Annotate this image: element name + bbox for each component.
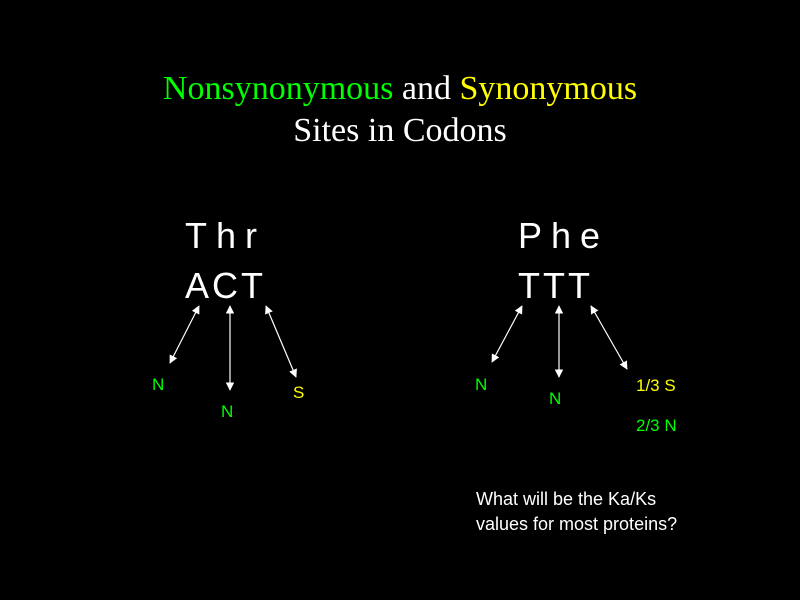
thr-first-position-label: N	[152, 375, 165, 394]
phe-amino-acid-label: Phe	[518, 215, 610, 256]
title-line-2: Sites in Codons	[293, 112, 507, 149]
thr-amino-acid-label: Thr	[185, 215, 266, 256]
thr-arrow-first-position	[169, 305, 200, 364]
phe-arrow-third-position	[590, 305, 628, 370]
phe-codon-sequence: TTT	[518, 265, 593, 306]
thr-codon-sequence: ACT	[185, 265, 266, 306]
title-synonymous-word: Synonymous	[459, 70, 638, 107]
phe-arrow-first-position	[491, 305, 523, 363]
title-and-word: and	[393, 70, 460, 107]
phe-first-position-label: N	[475, 375, 488, 394]
title-nonsynonymous-word: Nonsynonymous	[162, 70, 394, 107]
phe-third-position-nonsynonymous-fraction: 2/3 N	[636, 416, 677, 435]
phe-third-position-synonymous-fraction: 1/3 S	[636, 376, 676, 395]
thr-third-position-label: S	[293, 383, 305, 402]
question-text: What will be the Ka/Ks values for most p…	[476, 489, 678, 534]
thr-arrow-third-position	[265, 305, 297, 378]
thr-second-position-label: N	[221, 402, 234, 421]
title-line-1: Nonsynonymous and Synonymous	[0, 69, 800, 109]
phe-second-position-label: N	[549, 389, 562, 408]
